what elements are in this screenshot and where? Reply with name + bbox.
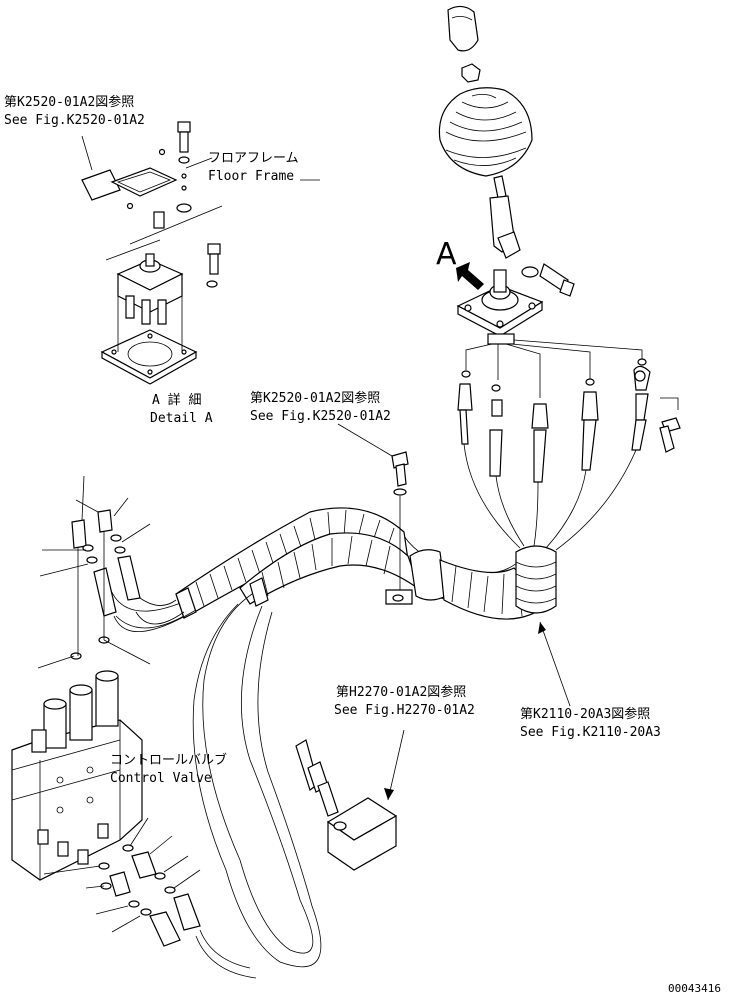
- floor-frame-en: Floor Frame: [208, 169, 294, 184]
- pilot-port-leaders: [465, 339, 679, 410]
- ref-k2520-top-jp: 第K2520-01A2図参照: [4, 94, 134, 110]
- view-marker-a: A: [436, 237, 457, 272]
- reference-leaders: [300, 179, 571, 707]
- ref-k2520-mid-en: See Fig.K2520-01A2: [250, 409, 391, 424]
- ref-k2110-jp: 第K2110-20A3図参照: [520, 706, 650, 722]
- ref-h2270-jp: 第H2270-01A2図参照: [336, 684, 466, 700]
- control-valve-en: Control Valve: [110, 771, 212, 786]
- detail-a-en: Detail A: [150, 411, 213, 426]
- ref-k2520-mid-jp: 第K2520-01A2図参照: [250, 390, 380, 406]
- detail-a-drawing: [81, 121, 223, 385]
- text-callouts: 第K2520-01A2図参照 See Fig.K2520-01A2 フロアフレー…: [4, 94, 721, 995]
- drawing-number: 00043416: [668, 982, 721, 995]
- pilot-hose-fittings: [457, 358, 681, 551]
- ref-k2520-top-en: See Fig.K2520-01A2: [4, 113, 145, 128]
- control-valve-drawing: [11, 475, 201, 947]
- joystick-lever-assembly: A: [436, 5, 575, 345]
- control-valve-jp: コントロールバルブ: [110, 752, 227, 768]
- floor-frame-jp: フロアフレーム: [208, 151, 299, 166]
- solenoid-valve-block: [295, 729, 405, 871]
- ref-k2110-en: See Fig.K2110-20A3: [520, 725, 661, 740]
- detail-a-jp: A 詳 細: [152, 392, 201, 408]
- ref-h2270-en: See Fig.H2270-01A2: [334, 703, 475, 718]
- clamp-bolt: [337, 423, 409, 590]
- hose-bundle-with-spiral-wrap: [109, 507, 557, 979]
